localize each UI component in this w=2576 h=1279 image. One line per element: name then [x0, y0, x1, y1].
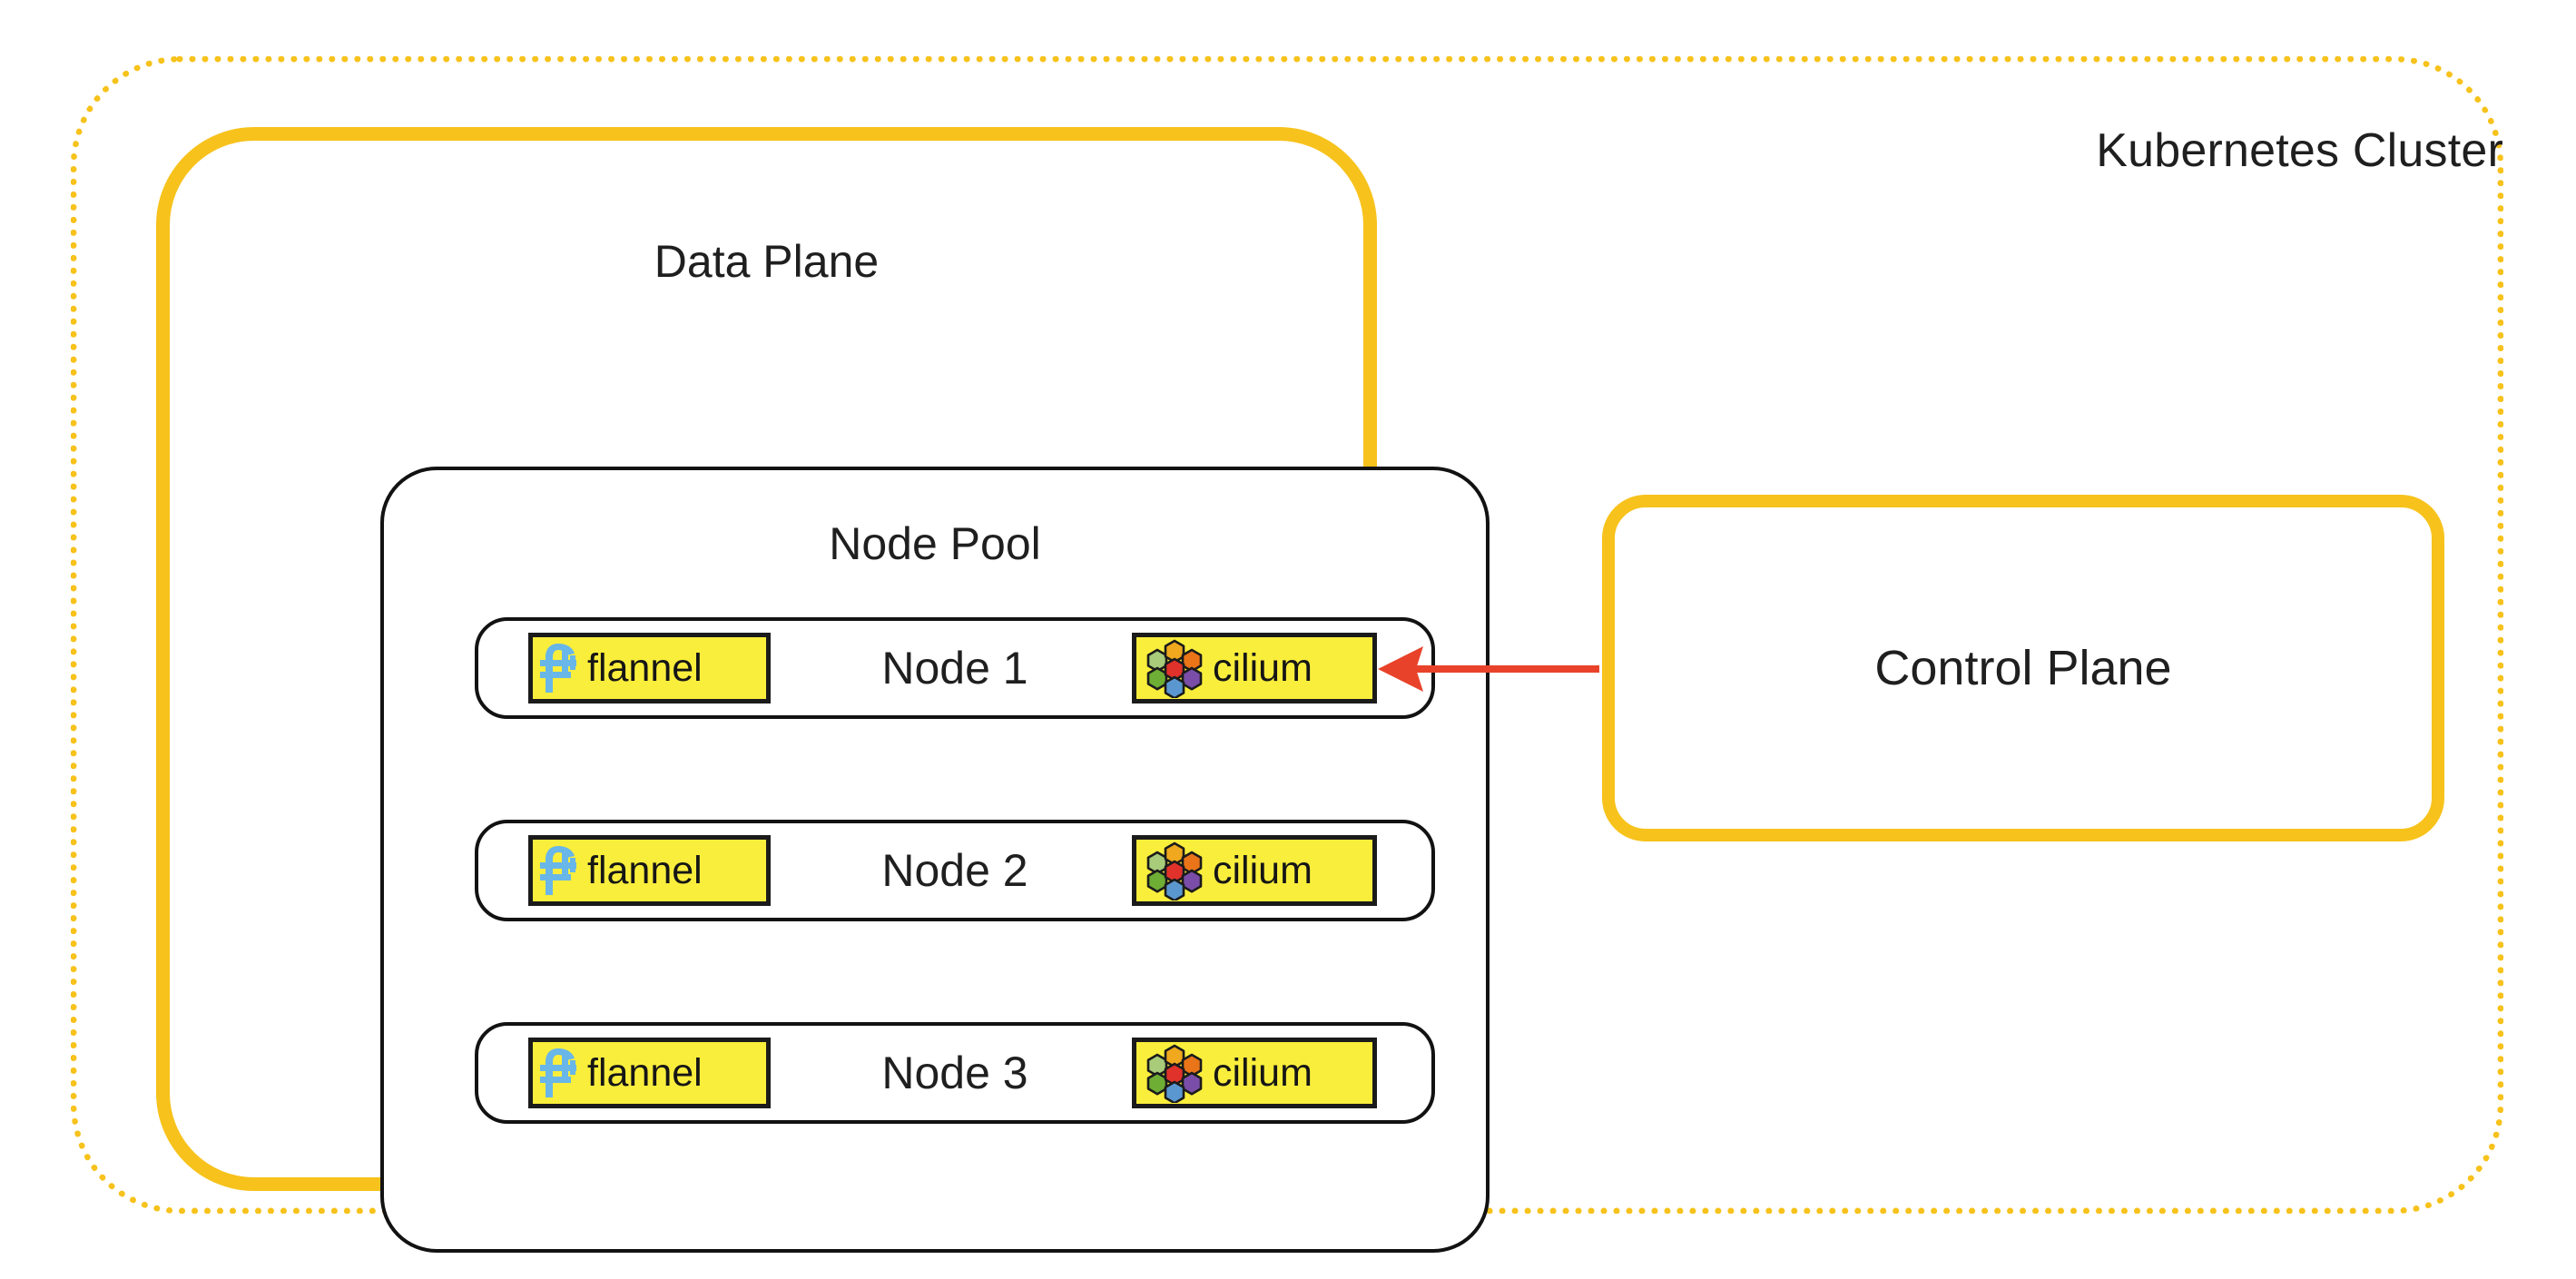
cilium-icon: [1146, 841, 1203, 900]
flannel-icon: [540, 846, 576, 895]
cilium-logo-text: cilium: [1213, 848, 1313, 892]
flannel-icon: [540, 1048, 576, 1097]
node-row[interactable]: flannel Node 1: [475, 617, 1435, 719]
cilium-icon: [1146, 1044, 1203, 1103]
control-plane-label: Control Plane: [1874, 641, 2172, 695]
cilium-icon: [1146, 639, 1203, 698]
node-row[interactable]: flannel Node 2: [475, 820, 1435, 921]
flannel-icon: [540, 644, 576, 693]
node-row[interactable]: flannel Node 3: [475, 1022, 1435, 1124]
cilium-logo-chip[interactable]: cilium: [1132, 633, 1377, 703]
cilium-logo-chip[interactable]: cilium: [1132, 1038, 1377, 1108]
node-pool-label: Node Pool: [829, 518, 1041, 569]
kubernetes-cluster-label: Kubernetes Cluster: [2096, 124, 2503, 177]
flannel-logo-text: flannel: [587, 1050, 703, 1095]
node-name-label: Node 3: [881, 1048, 1028, 1098]
node-pool-container[interactable]: Node Pool flannel Node 1: [380, 467, 1490, 1253]
node-name-label: Node 2: [881, 845, 1028, 896]
cilium-logo-chip[interactable]: cilium: [1132, 835, 1377, 906]
flannel-logo-text: flannel: [587, 848, 703, 892]
data-plane-label: Data Plane: [654, 236, 880, 287]
flannel-logo-chip[interactable]: flannel: [528, 835, 771, 906]
cilium-logo-text: cilium: [1213, 645, 1313, 690]
flannel-logo-chip[interactable]: flannel: [528, 633, 771, 703]
flannel-logo-chip[interactable]: flannel: [528, 1038, 771, 1108]
control-plane-container[interactable]: Control Plane: [1602, 495, 2444, 841]
node-name-label: Node 1: [881, 643, 1028, 694]
flannel-logo-text: flannel: [587, 645, 703, 690]
cilium-logo-text: cilium: [1213, 1050, 1313, 1095]
data-plane-container[interactable]: Data Plane Node Pool flann: [156, 127, 1490, 1253]
